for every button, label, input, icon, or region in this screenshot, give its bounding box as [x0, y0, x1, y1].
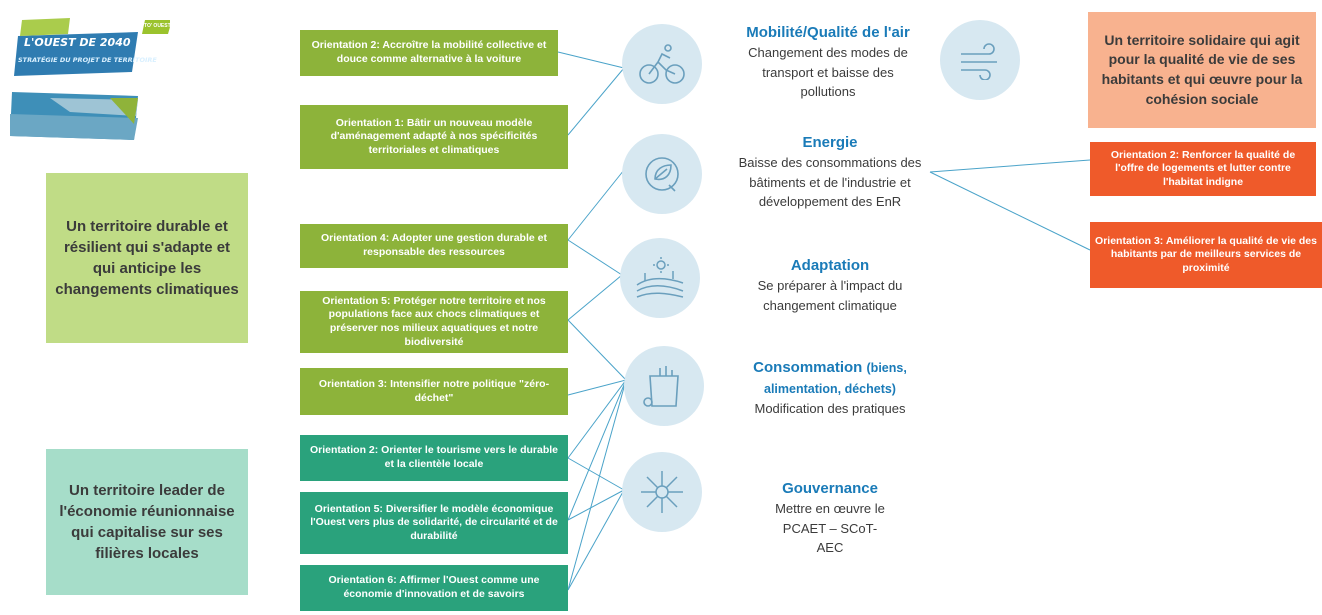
orientation-box: Orientation 4: Adopter une gestion durab… — [300, 224, 568, 268]
orientation-box: Orientation 2: Accroître la mobilité col… — [300, 30, 558, 76]
shopping-bag-icon — [643, 366, 679, 407]
theme-desc: Mettre en œuvre le PCAET – SCoT-AEC — [775, 501, 885, 555]
orientation-box: Orientation 3: Intensifier notre politiq… — [300, 368, 568, 415]
logo-graphic — [10, 18, 172, 140]
consommation-circle — [624, 346, 704, 426]
logo-subtitle: STRATÉGIE DU PROJET DE TERRITOIRE — [18, 56, 157, 64]
theme-title: Gouvernance — [782, 480, 878, 497]
energie-circle — [622, 134, 702, 214]
theme-gouvernance: Gouvernance Mettre en œuvre le PCAET – S… — [730, 478, 930, 558]
theme-consommation: Consommation (biens, alimentation, déche… — [728, 357, 932, 419]
orientation-box: Orientation 2: Renforcer la qualité de l… — [1090, 142, 1316, 196]
leaf-plug-icon — [645, 157, 679, 192]
theme-desc: Se préparer à l'impact du changement cli… — [757, 278, 903, 313]
logo-badge: TO' OUEST 2040 — [144, 23, 184, 29]
theme-mobilite: Mobilité/Qualité de l'air Changement des… — [720, 22, 936, 102]
bicycle-icon — [639, 44, 685, 84]
theme-desc: Changement des modes de transport et bai… — [748, 45, 908, 99]
logo-title: L'OUEST DE 2040 — [24, 36, 131, 49]
theme-title: Energie — [802, 134, 858, 151]
adaptation-circle — [620, 238, 700, 318]
pillar-durable: Un territoire durable et résilient qui s… — [46, 173, 248, 343]
theme-energie: Energie Baisse des consommations des bât… — [724, 132, 936, 212]
theme-desc: Baisse des consommations des bâtiments e… — [738, 155, 922, 209]
landscape-sun-icon — [636, 257, 684, 298]
theme-desc: Modification des pratiques — [754, 401, 906, 416]
logo: L'OUEST DE 2040 STRATÉGIE DU PROJET DE T… — [10, 14, 183, 150]
hands-together-icon — [641, 471, 683, 513]
orientation-box: Orientation 2: Orienter le tourisme vers… — [300, 435, 568, 481]
orientation-box: Orientation 5: Diversifier le modèle éco… — [300, 492, 568, 554]
theme-title: Consommation — [753, 359, 863, 376]
theme-title: Mobilité/Qualité de l'air — [746, 24, 910, 41]
orientation-box: Orientation 5: Protéger notre territoire… — [300, 291, 568, 353]
gouvernance-circle — [622, 452, 702, 532]
orientation-box: Orientation 3: Améliorer la qualité de v… — [1090, 222, 1322, 288]
orientation-box: Orientation 1: Bâtir un nouveau modèle d… — [300, 105, 568, 169]
theme-adaptation: Adaptation Se préparer à l'impact du cha… — [730, 255, 930, 315]
pillar-solidaire: Un territoire solidaire qui agit pour la… — [1088, 12, 1316, 128]
theme-title-suffix: (biens, alimentation, déchets) — [764, 361, 907, 396]
mobility-circle — [622, 24, 702, 104]
wind-circle — [940, 20, 1020, 100]
orientation-box: Orientation 6: Affirmer l'Ouest comme un… — [300, 565, 568, 611]
theme-title: Adaptation — [790, 257, 870, 274]
pillar-economie: Un territoire leader de l'économie réuni… — [46, 449, 248, 595]
wind-icon — [961, 43, 997, 80]
